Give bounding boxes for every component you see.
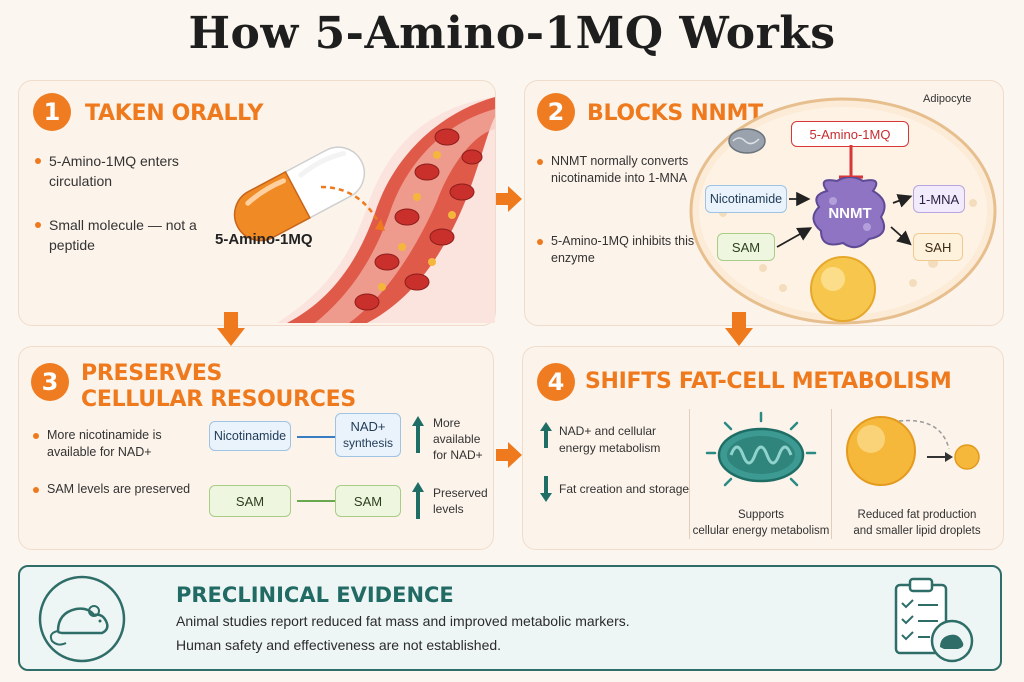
- lipid-caption: Reduced fat production and smaller lipid…: [853, 509, 981, 537]
- up-arrow-1: [412, 416, 424, 453]
- flow-arrow-down-1: [217, 312, 245, 346]
- preclinical-evidence-box: PRECLINICAL EVIDENCE Animal studies repo…: [18, 565, 1002, 671]
- blood-vessel-icon: [277, 97, 495, 323]
- inhibitor-box: 5-Amino-1MQ: [791, 121, 909, 147]
- bullet-1b: Small molecule — not a peptide: [35, 215, 209, 255]
- dashed-arrow: [320, 185, 385, 231]
- mitochondrion-icon: [705, 411, 817, 487]
- panel-title-1: TAKEN ORALLY: [85, 101, 264, 126]
- capsule-icon: [233, 146, 366, 242]
- nnmt-label: NNMT: [828, 205, 872, 222]
- step-number-1: 1: [33, 93, 71, 131]
- input-sam: SAM: [717, 233, 775, 261]
- panel-shifts-metabolism: 4 SHIFTS FAT-CELL METABOLISM NAD+ and ce…: [522, 346, 1004, 550]
- flow-arrow-right-2: [496, 442, 522, 468]
- mito-caption: Supports cellular energy metabolism: [692, 509, 830, 537]
- reaction-arrows: [776, 191, 913, 248]
- lipid-droplet-icon: [846, 416, 980, 486]
- panel-title-4: SHIFTS FAT-CELL METABOLISM: [585, 369, 952, 394]
- capsule-label: 5-Amino-1MQ: [215, 231, 313, 248]
- panel-title-3a: PRESERVES: [81, 361, 223, 386]
- nad-synthesis-box: NAD+ synthesis: [335, 413, 401, 457]
- fat-storage-item: Fat creation and storage: [559, 482, 690, 496]
- mouse-icon: [38, 575, 126, 663]
- evidence-title: PRECLINICAL EVIDENCE: [176, 583, 454, 607]
- more-available-note: More available for NAD+: [433, 416, 483, 462]
- step-number-2: 2: [537, 93, 575, 131]
- preserved-levels-note: Preserved levels: [433, 486, 488, 516]
- sam-box-right: SAM: [335, 485, 401, 517]
- panel-taken-orally: 1 TAKEN ORALLY 5-Amino-1MQ enters circul…: [18, 80, 496, 326]
- adipocyte-label: Adipocyte: [923, 93, 972, 105]
- flow-arrow-right-1: [496, 186, 522, 212]
- bullet-1a: 5-Amino-1MQ enters circulation: [35, 151, 209, 191]
- page-title: How 5-Amino-1MQ Works: [188, 8, 836, 59]
- evidence-line-1: Animal studies report reduced fat mass a…: [176, 613, 630, 629]
- panel-title-2: BLOCKS NNMT: [587, 101, 763, 126]
- output-1-mna: 1-MNA: [913, 185, 965, 213]
- down-arrow-fat: [540, 476, 552, 502]
- nicotinamide-box: Nicotinamide: [209, 421, 291, 451]
- bullet-2a: NNMT normally converts nicotinamide into…: [537, 153, 711, 187]
- up-arrow-nad: [540, 422, 552, 448]
- input-nicotinamide: Nicotinamide: [705, 185, 787, 213]
- panel-blocks-nnmt: 2 BLOCKS NNMT NNMT normally converts nic…: [524, 80, 1004, 326]
- step-number-4: 4: [537, 363, 575, 401]
- panel-title-3b: CELLULAR RESOURCES: [81, 387, 356, 412]
- output-sah: SAH: [913, 233, 963, 261]
- nnmt-enzyme-icon: [812, 177, 886, 249]
- sam-box-left: SAM: [209, 485, 291, 517]
- nad-energy-item: NAD+ and cellular energy metabolism: [559, 424, 661, 455]
- panel-preserves-resources: 3 PRESERVES CELLULAR RESOURCES More nico…: [18, 346, 494, 550]
- step-number-3: 3: [31, 363, 69, 401]
- up-arrow-2: [412, 482, 424, 519]
- bullet-3b: SAM levels are preserved: [33, 481, 207, 498]
- divider-2: [831, 409, 832, 539]
- bullet-2b: 5-Amino-1MQ inhibits this enzyme: [537, 233, 711, 267]
- evidence-line-2: Human safety and effectiveness are not e…: [176, 637, 502, 653]
- bullet-3a: More nicotinamide is available for NAD+: [33, 427, 197, 461]
- flow-arrow-down-2: [725, 312, 753, 346]
- clipboard-icon: [894, 577, 974, 663]
- divider-1: [689, 409, 690, 539]
